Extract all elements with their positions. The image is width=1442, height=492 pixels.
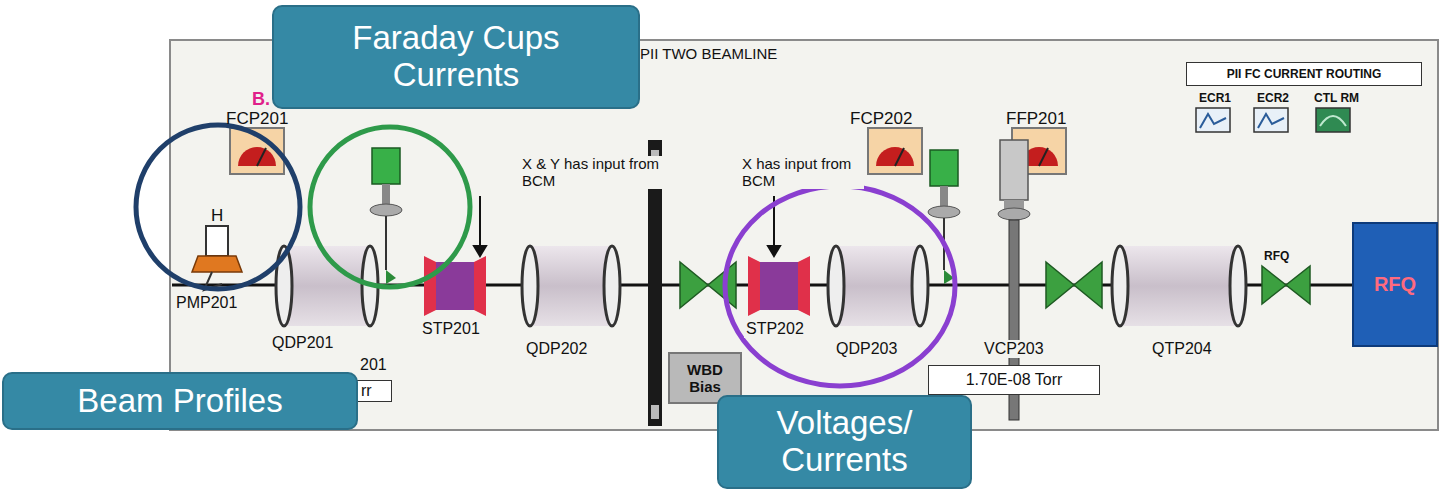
- device-label: FCP201: [226, 110, 288, 129]
- gate-valves: [680, 262, 1310, 308]
- node-text: PII FC CURRENT ROUTING: [1227, 67, 1382, 81]
- route-label: CTL RM: [1314, 92, 1359, 105]
- device-label: STP201: [420, 320, 482, 338]
- profile-monitor: [192, 226, 242, 290]
- device-label: FFP201: [1006, 110, 1066, 129]
- device-label: 201: [360, 356, 387, 374]
- node-text: Voltages/ Currents: [731, 405, 958, 479]
- note-text: X has input from BCM: [740, 156, 864, 189]
- highlight-circle: [310, 127, 470, 287]
- device-label: QTP204: [1150, 340, 1214, 358]
- routing-panel-box: PII FC CURRENT ROUTING: [1186, 62, 1422, 86]
- device-label: FCP202: [850, 110, 912, 129]
- callout-box: Faraday Cups Currents: [272, 5, 640, 109]
- highlight-circle: [136, 125, 300, 289]
- node-text: WBD Bias: [676, 361, 734, 396]
- highlight-ellipse: [725, 186, 955, 386]
- device-label: RFQ: [1264, 250, 1289, 263]
- section-label: B.: [252, 90, 270, 110]
- device-label: QDP202: [524, 340, 589, 358]
- callout-box: Beam Profiles: [2, 372, 358, 430]
- note-text: X & Y has input from BCM: [520, 156, 674, 189]
- screen-title: PII TWO BEAMLINE: [640, 46, 777, 63]
- node-text: RFQ: [1374, 273, 1416, 296]
- quadrupoles: [276, 246, 1246, 326]
- device-label: VCP203: [982, 340, 1046, 358]
- device-label: H: [211, 207, 223, 226]
- rfq-box: RFQ: [1352, 222, 1438, 347]
- device-label: PMP201: [174, 294, 239, 312]
- callout-box: Voltages/ Currents: [717, 395, 972, 489]
- device-label: QDP203: [834, 340, 899, 358]
- device-label: QDP201: [270, 334, 335, 352]
- node-text: Faraday Cups Currents: [286, 20, 626, 94]
- routing-icons: [1196, 108, 1350, 132]
- node-text: Beam Profiles: [77, 383, 282, 420]
- node-text: 1.70E-08 Torr: [966, 371, 1063, 389]
- node-text: rr: [361, 382, 372, 400]
- route-label: ECR2: [1257, 92, 1289, 105]
- device-label: STP202: [744, 320, 806, 338]
- steerers: [424, 256, 810, 316]
- pressure-box: 1.70E-08 Torr: [928, 365, 1100, 395]
- route-label: ECR1: [1199, 92, 1231, 105]
